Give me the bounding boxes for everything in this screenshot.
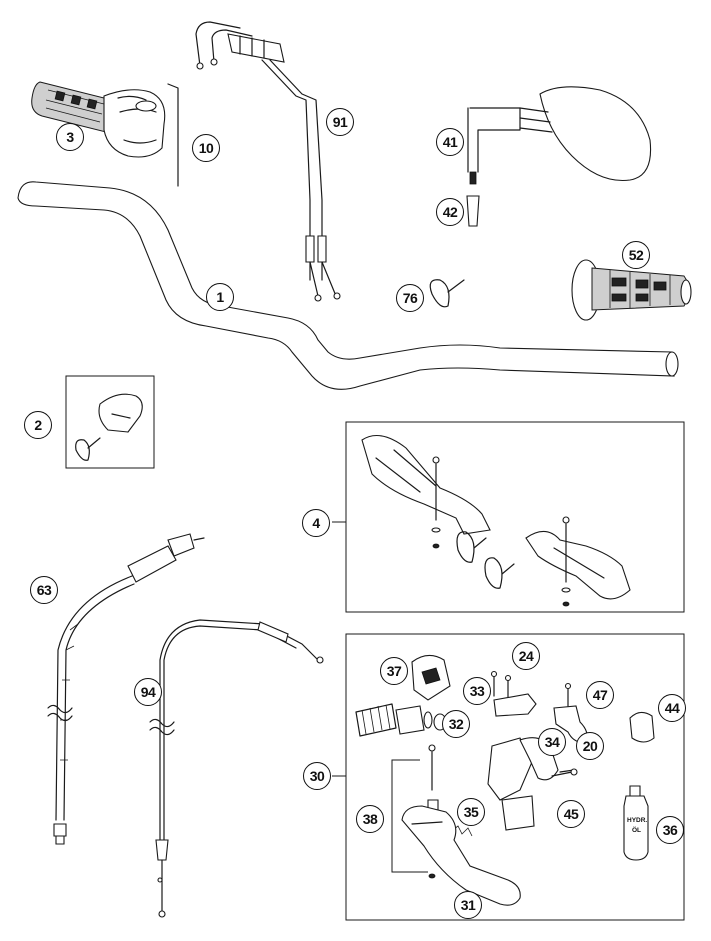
callout-4: 4 [302, 509, 330, 537]
callout-63: 63 [30, 576, 58, 604]
callout-91: 91 [326, 108, 354, 136]
part-2-box [65, 375, 155, 469]
callout-47: 47 [586, 681, 614, 709]
cable-tie [429, 279, 465, 308]
callout-31: 31 [454, 891, 482, 919]
callout-1: 1 [206, 283, 234, 311]
cover-cap [75, 393, 143, 461]
callout-3: 3 [56, 123, 84, 151]
throttle-cables [195, 21, 341, 302]
throttle-grip-assembly [31, 81, 179, 187]
clutch-cable-hydraulic [47, 533, 205, 845]
bottle-label-line1: HYDR. [627, 817, 647, 824]
part-4-box [345, 421, 685, 613]
callout-34: 34 [538, 728, 566, 756]
callout-42: 42 [436, 198, 464, 226]
callout-30: 30 [303, 762, 331, 790]
callout-10: 10 [192, 134, 220, 162]
callout-44: 44 [658, 694, 686, 722]
callout-37: 37 [380, 657, 408, 685]
callout-35: 35 [457, 798, 485, 826]
handlebar [17, 181, 679, 390]
callout-24: 24 [512, 642, 540, 670]
callout-94: 94 [134, 678, 162, 706]
part-30-box [345, 633, 685, 921]
callout-45: 45 [557, 800, 585, 828]
callout-33: 33 [463, 677, 491, 705]
callout-76: 76 [396, 284, 424, 312]
brake-master-cylinder-parts: HYDR. ÖL [355, 654, 655, 906]
callout-41: 41 [436, 128, 464, 156]
mirror [466, 86, 652, 227]
callout-36: 36 [656, 816, 684, 844]
callout-38: 38 [356, 805, 384, 833]
left-grip [571, 259, 692, 321]
callout-52: 52 [622, 241, 650, 269]
bottle-label-line2: ÖL [632, 825, 641, 834]
callout-2: 2 [24, 411, 52, 439]
callout-32: 32 [442, 710, 470, 738]
hot-start-cable [149, 619, 324, 918]
handguards [361, 434, 631, 607]
callout-20: 20 [576, 732, 604, 760]
